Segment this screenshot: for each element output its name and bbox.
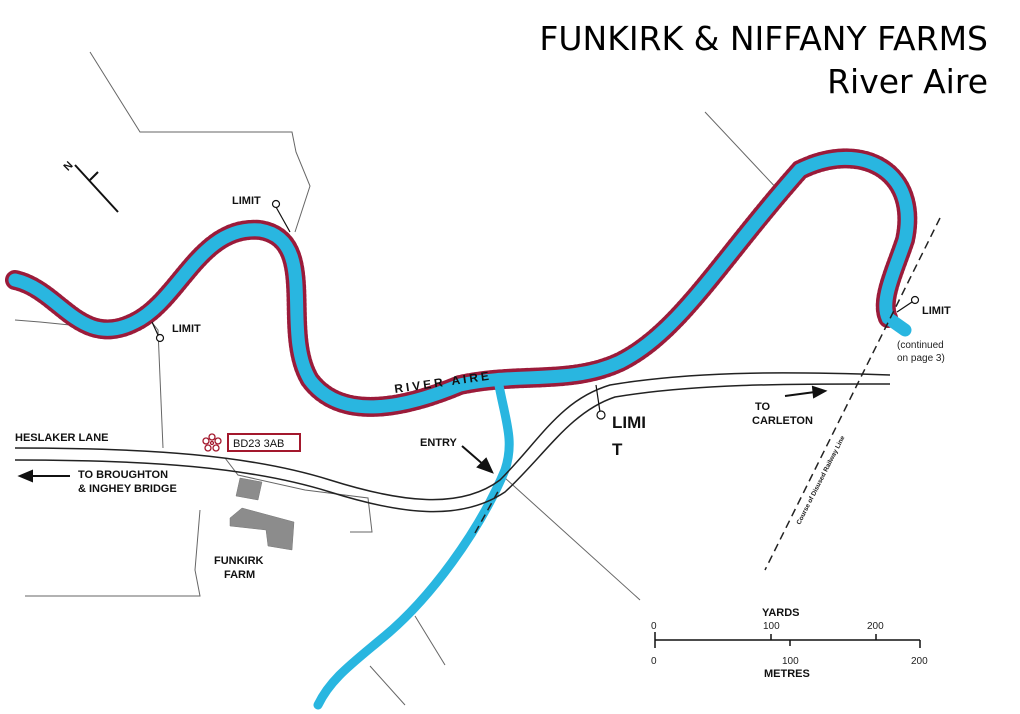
scale-metres-tick-200: 200 bbox=[911, 656, 928, 667]
scale-metres-tick-100: 100 bbox=[782, 656, 799, 667]
entry-arrow-icon bbox=[476, 457, 494, 474]
compass-n-label: N bbox=[62, 159, 76, 173]
to-broughton-line1: TO BROUGHTON bbox=[78, 469, 168, 481]
continued-line1: (continued bbox=[897, 340, 944, 351]
postcode-marker: BD23 3AB bbox=[202, 433, 301, 452]
railway-label: Course of Disused Railway Line bbox=[796, 435, 847, 526]
farm-buildings bbox=[229, 477, 295, 551]
tributary-stream bbox=[313, 375, 514, 710]
postcode-label: BD23 3AB bbox=[233, 438, 284, 450]
heslaker-lane-road bbox=[14, 372, 891, 513]
scale-metres-tick-0: 0 bbox=[651, 656, 657, 667]
scale-yards-tick-0: 0 bbox=[651, 621, 657, 632]
map-title-block: FUNKIRK & NIFFANY FARMS River Aire bbox=[539, 18, 988, 104]
to-carleton-line2: CARLETON bbox=[752, 415, 813, 427]
flower-icon bbox=[202, 433, 222, 452]
limit-label-2: LIMIT bbox=[172, 323, 201, 335]
arrow-right-icon bbox=[811, 385, 828, 399]
limit-label-3: LIMIT bbox=[922, 305, 951, 317]
scale-yards-label: YARDS bbox=[762, 607, 800, 619]
map-title: FUNKIRK & NIFFANY FARMS bbox=[539, 19, 988, 58]
limit-label-1: LIMIT bbox=[232, 195, 261, 207]
river-aire bbox=[8, 151, 914, 414]
funkirk-farm-line1: FUNKIRK bbox=[214, 555, 264, 567]
scale-yards-tick-100: 100 bbox=[763, 621, 780, 632]
entry-label: ENTRY bbox=[420, 437, 458, 449]
funkirk-farm-line2: FARM bbox=[224, 569, 255, 581]
direction-arrows bbox=[17, 385, 828, 483]
scale-yards-tick-200: 200 bbox=[867, 621, 884, 632]
compass: N bbox=[62, 159, 119, 213]
to-broughton-line2: & INGHEY BRIDGE bbox=[78, 483, 177, 495]
heslaker-lane-label: HESLAKER LANE bbox=[15, 432, 109, 444]
limit-markers bbox=[151, 199, 920, 420]
scale-bar: YARDS 0 100 200 0 100 200 METRES bbox=[651, 607, 928, 680]
continued-line2: on page 3) bbox=[897, 353, 945, 364]
scale-metres-label: METRES bbox=[764, 668, 810, 680]
arrow-left-icon bbox=[17, 469, 33, 483]
disused-railway bbox=[474, 217, 941, 571]
limit-big-label-line2: T bbox=[612, 440, 623, 459]
limit-big-label-line1: LIMI bbox=[612, 413, 646, 432]
map-subtitle: River Aire bbox=[827, 61, 988, 101]
to-carleton-line1: TO bbox=[755, 401, 771, 413]
